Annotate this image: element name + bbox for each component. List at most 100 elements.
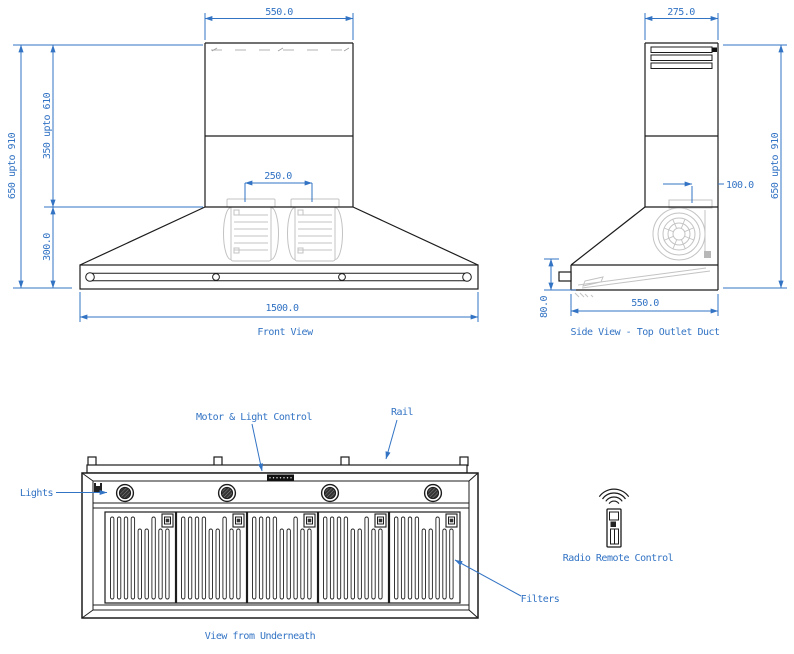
blower-spoke xyxy=(680,218,686,229)
filter-slot xyxy=(428,528,433,600)
light-lens xyxy=(426,486,440,500)
vent-louver xyxy=(650,46,713,53)
filter-slot xyxy=(252,516,257,600)
control-dot xyxy=(269,477,271,479)
label-lights: Lights xyxy=(20,488,54,499)
filter-slot xyxy=(449,528,454,600)
filter-slot xyxy=(144,528,149,600)
light-lens xyxy=(220,486,234,500)
dim-front-chimney-height: 350 upto 610 xyxy=(42,92,53,159)
filter-slot xyxy=(130,516,136,600)
filter-slot xyxy=(279,528,284,600)
remote-body xyxy=(606,508,622,548)
filter-slot xyxy=(343,516,349,600)
vent-detail xyxy=(712,47,717,52)
blower-spoke xyxy=(672,239,678,250)
filter-slot xyxy=(371,528,376,600)
filter-slot xyxy=(364,516,369,600)
front-view: 550.0 650 upto 910 350 upto 610 300.0 25… xyxy=(7,7,479,338)
filter-clip-latch xyxy=(307,518,312,523)
filter-slot xyxy=(215,528,220,600)
filter-slot xyxy=(258,516,264,600)
label-radio-remote-control: Radio Remote Control xyxy=(563,553,674,564)
dim-front-bottom-width: 1500.0 xyxy=(265,303,299,314)
side-chimney xyxy=(644,42,719,290)
control-dot xyxy=(283,477,285,479)
front-view-caption: Front View xyxy=(257,327,314,338)
filter-clip-latch xyxy=(236,518,241,523)
filter-slot xyxy=(151,516,156,600)
filter-slot xyxy=(400,516,406,600)
filter-slot xyxy=(110,516,115,600)
dim-front-total-height: 650 upto 910 xyxy=(7,132,18,199)
label-rail: Rail xyxy=(391,407,414,418)
control-dot xyxy=(279,477,282,479)
underneath-labels: Lights Motor & Light Control Rail Filter… xyxy=(20,407,560,605)
filter-slot xyxy=(158,528,163,600)
side-blower xyxy=(652,199,713,261)
side-view: 275.0 100.0 650 upto 910 80.0 550.0 Side… xyxy=(539,7,787,338)
control-dot xyxy=(286,477,289,479)
filter-slot xyxy=(300,528,305,600)
side-canopy xyxy=(558,206,718,298)
filter-slot xyxy=(357,528,362,600)
filter-clip-latch xyxy=(165,518,170,523)
rail-bracket xyxy=(213,456,223,467)
filter-slot xyxy=(201,516,207,600)
filter-slot xyxy=(181,516,186,600)
filter-slot xyxy=(336,516,342,600)
filter-slot xyxy=(414,516,420,600)
blower-spoke xyxy=(664,235,674,241)
hood-body xyxy=(81,472,479,619)
filter-slot xyxy=(265,516,271,600)
filter-slot xyxy=(323,516,328,600)
control-dot xyxy=(272,477,275,479)
filter-slot xyxy=(194,516,200,600)
filter-slot xyxy=(208,528,213,600)
front-dimensions: 550.0 650 upto 910 350 upto 610 300.0 25… xyxy=(7,7,479,322)
filter-slot xyxy=(435,516,440,600)
dim-front-chimney-width: 550.0 xyxy=(265,7,293,18)
filter-slot xyxy=(137,528,142,600)
sensor-clip xyxy=(94,483,102,492)
blower-spoke xyxy=(672,219,678,229)
vent-louver xyxy=(650,62,713,69)
filter-slot xyxy=(222,516,227,600)
vent-louver xyxy=(650,54,713,61)
filter-slot xyxy=(329,516,335,600)
control-dot xyxy=(276,477,278,479)
control-dot xyxy=(290,477,292,479)
filter-slot xyxy=(165,528,170,600)
blower-spoke xyxy=(663,227,674,233)
underneath-view: Lights Motor & Light Control Rail Filter… xyxy=(20,407,560,642)
label-motor-light-control: Motor & Light Control xyxy=(196,412,312,423)
blower-spoke xyxy=(684,235,695,241)
rail-bracket xyxy=(87,456,97,467)
dim-front-canopy-height: 300.0 xyxy=(42,233,53,261)
filter-slot xyxy=(307,528,312,600)
filter-slot xyxy=(378,528,383,600)
dim-side-total-height: 650 upto 910 xyxy=(770,132,781,199)
underneath-view-caption: View from Underneath xyxy=(205,631,316,642)
light-lens xyxy=(323,486,337,500)
mounting-rail xyxy=(86,456,469,474)
filter-clip-latch xyxy=(449,518,454,523)
front-chimney xyxy=(204,42,354,207)
light-lens xyxy=(118,486,132,500)
filter-slot xyxy=(236,528,241,600)
filter-slot xyxy=(394,516,399,600)
filter-slot xyxy=(123,516,129,600)
filter-slot xyxy=(187,516,193,600)
dim-side-body-depth: 550.0 xyxy=(631,298,659,309)
front-blower-motors xyxy=(223,198,343,262)
side-switch xyxy=(558,271,572,282)
rail-bracket xyxy=(340,456,350,467)
radio-remote-control: Radio Remote Control xyxy=(563,488,674,564)
dim-side-base-height: 80.0 xyxy=(539,295,550,318)
blower-spoke xyxy=(684,227,694,233)
filter-slot xyxy=(293,516,298,600)
filter-slot xyxy=(286,528,291,600)
filter-slot xyxy=(407,516,413,600)
